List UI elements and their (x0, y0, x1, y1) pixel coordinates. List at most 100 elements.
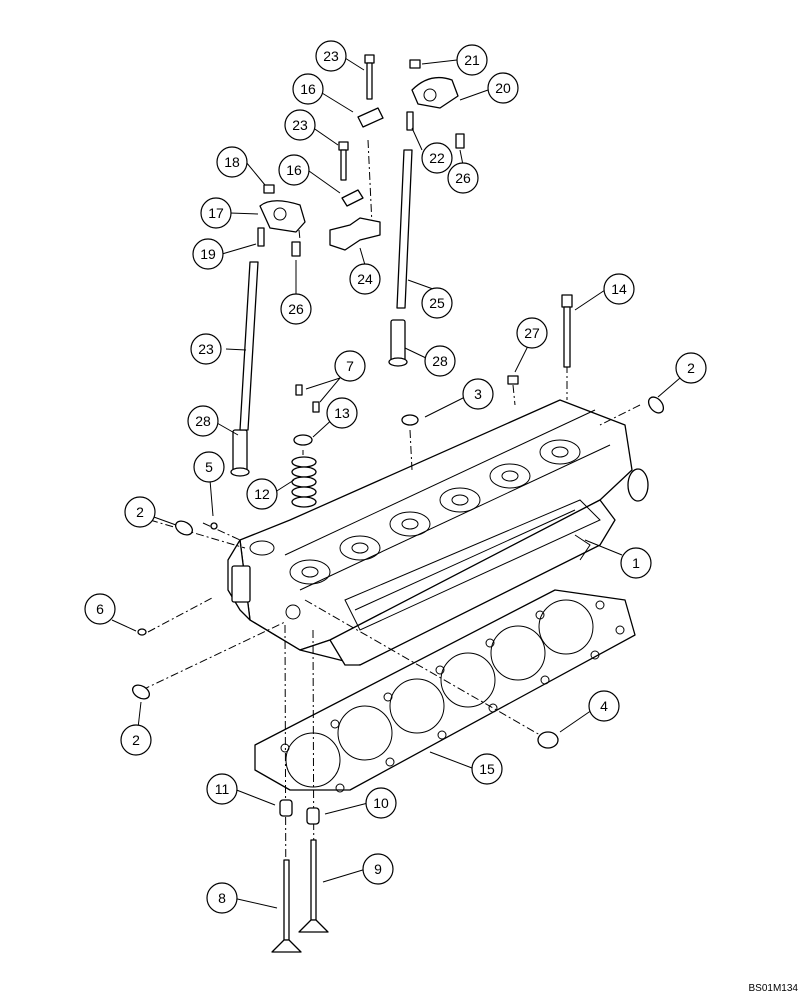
crosshead (388, 319, 408, 367)
leader-lines (111, 57, 681, 909)
callout-7: 7 (334, 350, 366, 382)
adjust-nut (263, 184, 275, 194)
valve-keeper (312, 401, 320, 413)
callout-1: 1 (620, 547, 652, 579)
callout-11: 11 (206, 773, 238, 805)
callout-13: 13 (326, 397, 358, 429)
rocker-pedestal (329, 217, 381, 251)
hex-nut (507, 375, 519, 385)
callout-25: 25 (421, 287, 453, 319)
callout-label: 15 (479, 761, 495, 777)
callout-4: 4 (588, 690, 620, 722)
socket (291, 241, 301, 257)
callout-label: 23 (198, 341, 214, 357)
small-plug (210, 522, 218, 530)
valve-seal (306, 807, 320, 825)
callout-6: 6 (84, 593, 116, 625)
callout-label: 23 (323, 48, 339, 64)
callout-label: 9 (374, 861, 382, 877)
pedestal-bolt (338, 141, 349, 181)
drawing-reference-code: BS01M134 (748, 983, 798, 994)
rocker-lever (411, 76, 459, 109)
callout-26-left: 26 (280, 293, 312, 325)
callout-label: 14 (611, 281, 627, 297)
pedestal-bolt (364, 54, 375, 100)
valve-spring (291, 456, 317, 508)
callout-label: 2 (132, 732, 140, 748)
valve-right (298, 839, 329, 933)
callout-16-upper: 16 (292, 73, 324, 105)
callout-28-left: 28 (187, 405, 219, 437)
small-plug-side (137, 628, 147, 636)
adjust-nut (409, 59, 421, 69)
callout-label: 20 (495, 80, 511, 96)
expansion-plug-left (174, 520, 194, 536)
callout-20: 20 (487, 72, 519, 104)
callout-label: 4 (600, 698, 608, 714)
callout-3: 3 (462, 378, 494, 410)
callout-label: 2 (687, 360, 695, 376)
callout-label: 3 (474, 386, 482, 402)
callout-label: 16 (300, 81, 316, 97)
rocker-shaft (357, 107, 384, 128)
core-plug (401, 414, 419, 426)
callout-label: 13 (334, 405, 350, 421)
callout-22: 22 (421, 142, 453, 174)
push-rod (396, 149, 413, 309)
valve-left (271, 859, 302, 953)
callout-label: 28 (195, 413, 211, 429)
callout-label: 1 (632, 555, 640, 571)
callout-18: 18 (216, 146, 248, 178)
callout-19: 19 (192, 238, 224, 270)
cup-plug (537, 731, 559, 749)
callout-2-lower: 2 (120, 724, 152, 756)
callout-8: 8 (206, 882, 238, 914)
callout-label: 19 (200, 246, 216, 262)
rocker-lever (259, 200, 306, 233)
callout-label: 11 (215, 781, 230, 797)
callout-label: 25 (429, 295, 445, 311)
adjust-screw (406, 111, 414, 131)
callout-14: 14 (603, 273, 635, 305)
callout-label: 24 (357, 271, 373, 287)
callout-23-middle: 23 (284, 109, 316, 141)
push-rod (239, 261, 259, 431)
valve-keeper (295, 384, 303, 396)
callout-5: 5 (193, 451, 225, 483)
callout-23-top: 23 (315, 40, 347, 72)
callout-10: 10 (365, 787, 397, 819)
callout-label: 7 (346, 358, 354, 374)
callout-label: 21 (464, 52, 480, 68)
callout-label: 22 (429, 150, 445, 166)
callout-2-left: 2 (124, 496, 156, 528)
spring-retainer (293, 434, 313, 446)
callout-12: 12 (246, 478, 278, 510)
callout-label: 18 (224, 154, 240, 170)
rocker-shaft (341, 189, 364, 207)
callout-2-right: 2 (675, 352, 707, 384)
callout-label: 8 (218, 890, 226, 906)
callout-24: 24 (349, 263, 381, 295)
callout-label: 23 (292, 117, 308, 133)
callout-label: 17 (208, 205, 224, 221)
callout-27: 27 (516, 317, 548, 349)
head-gasket (254, 589, 636, 793)
callout-label: 27 (524, 325, 540, 341)
socket (455, 133, 465, 149)
expansion-plug-lower (131, 684, 151, 700)
callout-16-lower: 16 (278, 154, 310, 186)
callout-23-pushrod: 23 (190, 333, 222, 365)
cylinder-head (227, 399, 649, 666)
callout-label: 28 (432, 353, 448, 369)
callout-28-right: 28 (424, 345, 456, 377)
callout-label: 2 (136, 504, 144, 520)
callout-label: 16 (286, 162, 302, 178)
callout-label: 12 (254, 486, 270, 502)
valve-seal (279, 799, 293, 817)
callout-15: 15 (471, 753, 503, 785)
callout-17: 17 (200, 197, 232, 229)
crosshead (230, 429, 250, 477)
adjust-screw (257, 227, 265, 247)
callout-21: 21 (456, 44, 488, 76)
